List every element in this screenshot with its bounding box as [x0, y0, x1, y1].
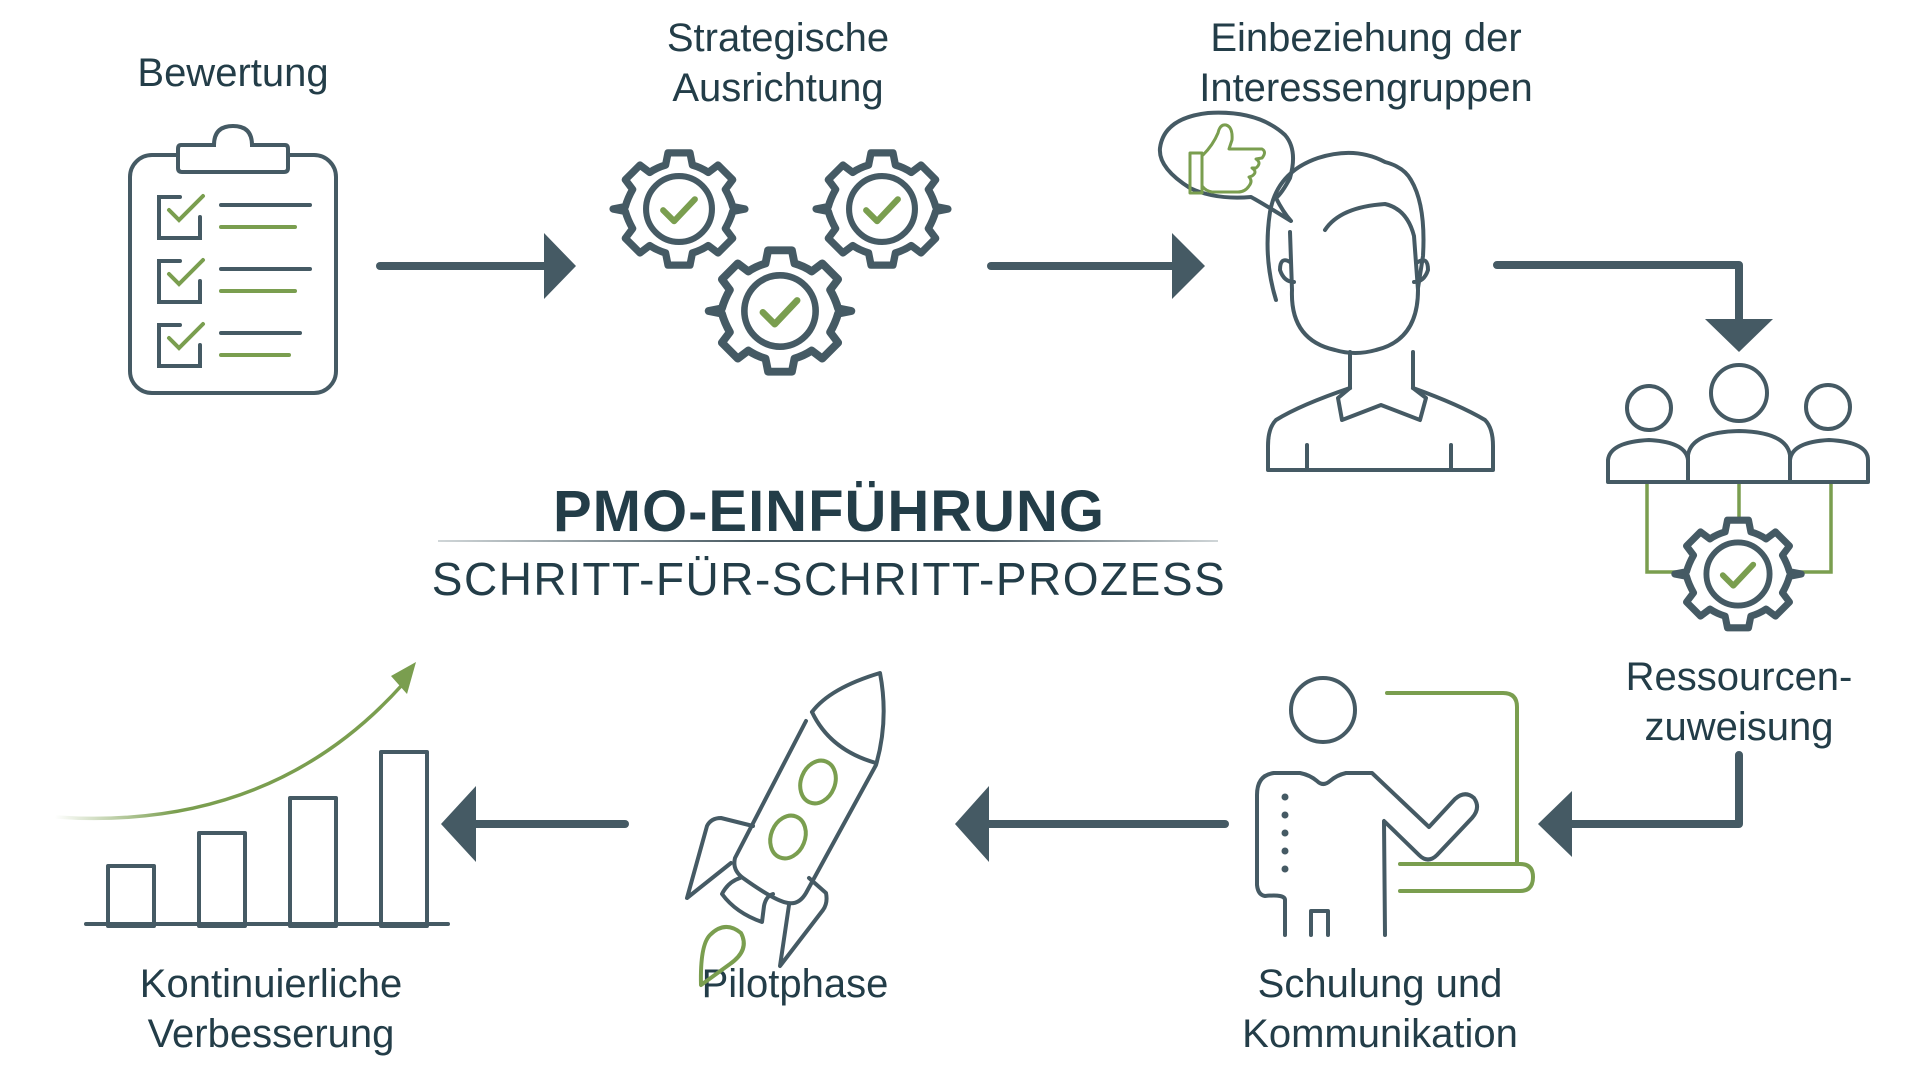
- flow-arrow-3-to-4: [1493, 261, 1773, 352]
- flow-arrow-1-to-2: [376, 233, 576, 299]
- step-label-pilotphase: Pilotphase: [702, 959, 889, 1009]
- step-7-line-1: Kontinuierliche: [139, 962, 403, 1006]
- step-label-einbeziehung: Einbeziehung der Interessengruppen: [1199, 13, 1533, 113]
- title-divider: [438, 540, 1218, 542]
- step-5-line-2: Kommunikation: [1242, 1012, 1518, 1056]
- presenter-board-icon: [1255, 676, 1535, 937]
- step-6-line-1: Pilotphase: [701, 962, 889, 1006]
- step-5-line-1: Schulung und: [1257, 962, 1503, 1006]
- flow-arrow-2-to-3: [987, 233, 1205, 299]
- step-label-strategische-ausrichtung: Strategische Ausrichtung: [667, 13, 889, 113]
- flow-arrow-6-to-7: [441, 786, 629, 862]
- flow-arrow-5-to-6: [955, 786, 1229, 862]
- step-4-line-1: Ressourcen-: [1625, 655, 1853, 699]
- gears-check-icon: [613, 153, 948, 372]
- step-3-line-2: Interessengruppen: [1199, 66, 1533, 110]
- growth-chart-icon: [54, 662, 450, 928]
- step-3-line-1: Einbeziehung der: [1210, 16, 1522, 60]
- person-thumbs-up-icon: [1157, 110, 1495, 472]
- diagram-subtitle: SCHRITT-FÜR-SCHRITT-PROZESS: [431, 553, 1227, 605]
- step-label-ressourcenzuweisung: Ressourcen- zuweisung: [1626, 652, 1853, 752]
- step-1-line-1: Bewertung: [137, 51, 329, 95]
- step-2-line-2: Ausrichtung: [672, 66, 884, 110]
- step-label-schulung: Schulung und Kommunikation: [1242, 959, 1518, 1059]
- diagram-title: PMO-EINFÜHRUNG: [552, 479, 1106, 544]
- step-7-line-2: Verbesserung: [147, 1012, 395, 1056]
- step-label-bewertung: Bewertung: [137, 48, 328, 98]
- step-label-verbesserung: Kontinuierliche Verbesserung: [140, 959, 402, 1059]
- step-2-line-1: Strategische: [666, 16, 890, 60]
- rocket-icon: [685, 671, 886, 987]
- flow-arrow-4-to-5: [1538, 751, 1743, 857]
- step-4-line-2: zuweisung: [1644, 705, 1834, 749]
- team-gear-icon: [1606, 363, 1870, 628]
- clipboard-checklist-icon: [128, 123, 338, 395]
